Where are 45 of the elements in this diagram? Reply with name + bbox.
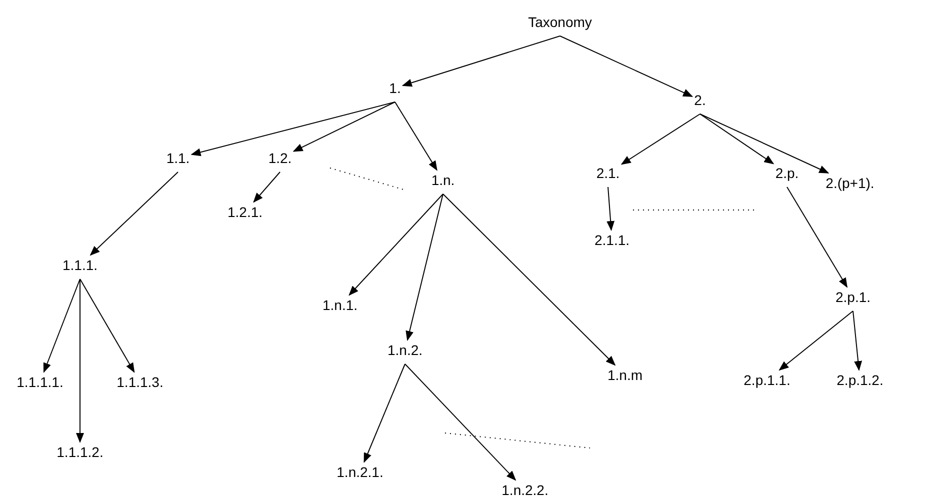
arrow (190, 102, 396, 156)
root-label: Taxonomy (528, 14, 592, 30)
node-label: 1.1.1. (62, 257, 98, 273)
node-label: 2.1.1. (594, 232, 630, 248)
node-label: 1. (389, 80, 401, 96)
node-label: 2.p. (775, 165, 799, 181)
arrow (700, 114, 830, 174)
node-label: 2.p.1.2. (836, 372, 884, 388)
arrow (76, 278, 84, 443)
arrow (852, 310, 862, 371)
node-label: 1.1.1.3. (116, 374, 164, 390)
node-label: 1.1. (166, 150, 190, 166)
arrow (80, 278, 135, 373)
arrow (606, 186, 615, 231)
node-label: 1.2.1. (227, 204, 263, 220)
node-label: 2.1. (596, 165, 620, 181)
arrow (620, 114, 700, 165)
arrow (404, 364, 516, 481)
node-label: 2. (694, 92, 706, 108)
arrow (406, 194, 444, 341)
arrow (560, 36, 694, 97)
node-label: 2.(p+1). (826, 175, 874, 191)
node-label: 1.2. (268, 150, 292, 166)
node-label: 1.n.2. (387, 342, 423, 358)
node-label: 1.1.1.2. (56, 444, 104, 460)
node-label: 1.1.1.1. (16, 374, 64, 390)
arrow (364, 364, 406, 463)
node-label: 1.n.m (608, 367, 642, 383)
arrow (348, 194, 444, 296)
arrow (253, 172, 280, 203)
arrow (786, 186, 848, 288)
arrow (402, 36, 560, 87)
arrow (292, 102, 396, 152)
arrow (778, 310, 854, 371)
node-label: 1.n. (431, 172, 455, 188)
arrow (90, 172, 178, 256)
arrow (700, 114, 774, 164)
arrow (442, 194, 616, 366)
node-label: 1.n.2.2. (502, 482, 548, 498)
node-label: 1.n.1. (322, 297, 358, 313)
node-label: 1.n.2.1. (336, 464, 384, 480)
arrow (394, 102, 438, 171)
arrow (43, 278, 80, 373)
node-label: 2.p.1. (835, 289, 871, 305)
node-label: 2.p.1.1. (744, 372, 790, 388)
